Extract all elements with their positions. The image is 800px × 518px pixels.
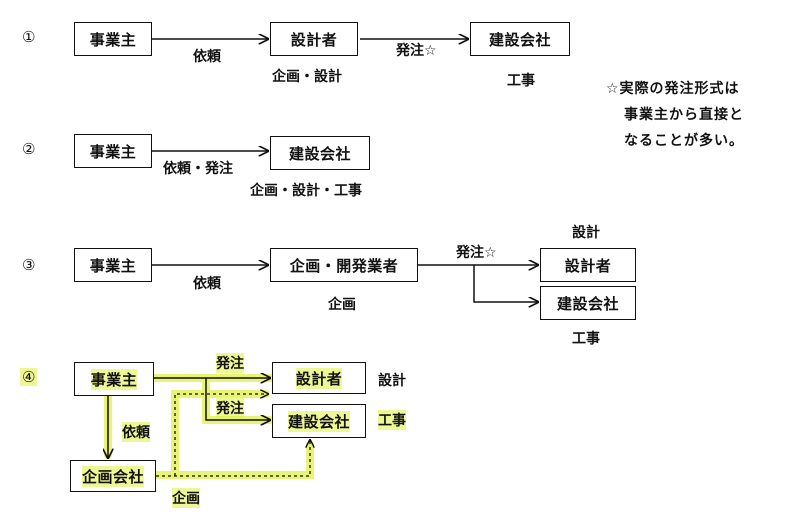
- r3-contractor-box: 建設会社: [540, 286, 636, 320]
- r4-contractor-box: 建設会社: [272, 404, 366, 438]
- r3-owner-box: 事業主: [74, 248, 152, 282]
- r4-planning-role: 企画: [172, 488, 200, 508]
- r4-request-label: 依頼: [122, 422, 150, 442]
- r1-marker: ①: [22, 28, 36, 46]
- r2-request-label: 依頼・発注: [163, 161, 233, 177]
- r4-order-label-1: 発注: [216, 353, 244, 373]
- footnote-line-1: ☆実際の発注形式は: [606, 81, 740, 97]
- r3-designer-box: 設計者: [540, 248, 636, 282]
- r4-designer-role: 設計: [378, 373, 406, 389]
- r1-contractor-role: 工事: [507, 73, 535, 89]
- r3-order-label: 発注☆: [456, 245, 497, 261]
- r3-developer-box: 企画・開発業者: [270, 248, 418, 282]
- r4-owner-text: 事業主: [90, 368, 138, 390]
- r4-marker: ④: [20, 368, 38, 386]
- r2-contractor-box: 建設会社: [270, 136, 370, 170]
- footnote-line-2: 事業主から直接と: [624, 107, 744, 123]
- r3-contractor-role: 工事: [572, 331, 600, 347]
- r4-planning-box: 企画会社: [70, 460, 156, 492]
- r4-planning-text: 企画会社: [81, 465, 144, 487]
- r4-contractor-role: 工事: [378, 410, 406, 430]
- r1-contractor-box: 建設会社: [470, 22, 570, 56]
- footnote-line-3: なることが多い。: [624, 133, 744, 149]
- r2-owner-box: 事業主: [74, 134, 152, 168]
- r4-order-label-2: 発注: [216, 398, 244, 418]
- r1-designer-role: 企画・設計: [272, 69, 342, 85]
- r1-order-label: 発注☆: [396, 43, 437, 59]
- r1-request-label: 依頼: [193, 49, 221, 65]
- footnote: ☆実際の発注形式は 事業主から直接と なることが多い。: [606, 76, 744, 154]
- r1-designer-box: 設計者: [270, 22, 358, 56]
- r3-designer-role: 設計: [572, 225, 600, 241]
- r3-marker: ③: [22, 256, 36, 274]
- r3-request-label: 依頼: [193, 276, 221, 292]
- r3-developer-role: 企画: [328, 297, 356, 313]
- r2-contractor-role: 企画・設計・工事: [250, 183, 362, 199]
- r4-planning-dashed-to-contractor: [156, 440, 310, 477]
- r4-order-arrow-2: [205, 378, 270, 420]
- r1-owner-box: 事業主: [74, 22, 152, 56]
- r3-order-arrow-bottom: [473, 265, 538, 302]
- r4-designer-text: 設計者: [295, 367, 343, 389]
- r4-contractor-text: 建設会社: [287, 410, 350, 432]
- r2-marker: ②: [22, 140, 36, 158]
- r4-designer-box: 設計者: [272, 362, 366, 394]
- r4-planning-dashed-to-designer: [174, 394, 268, 476]
- r4-owner-box: 事業主: [74, 362, 154, 396]
